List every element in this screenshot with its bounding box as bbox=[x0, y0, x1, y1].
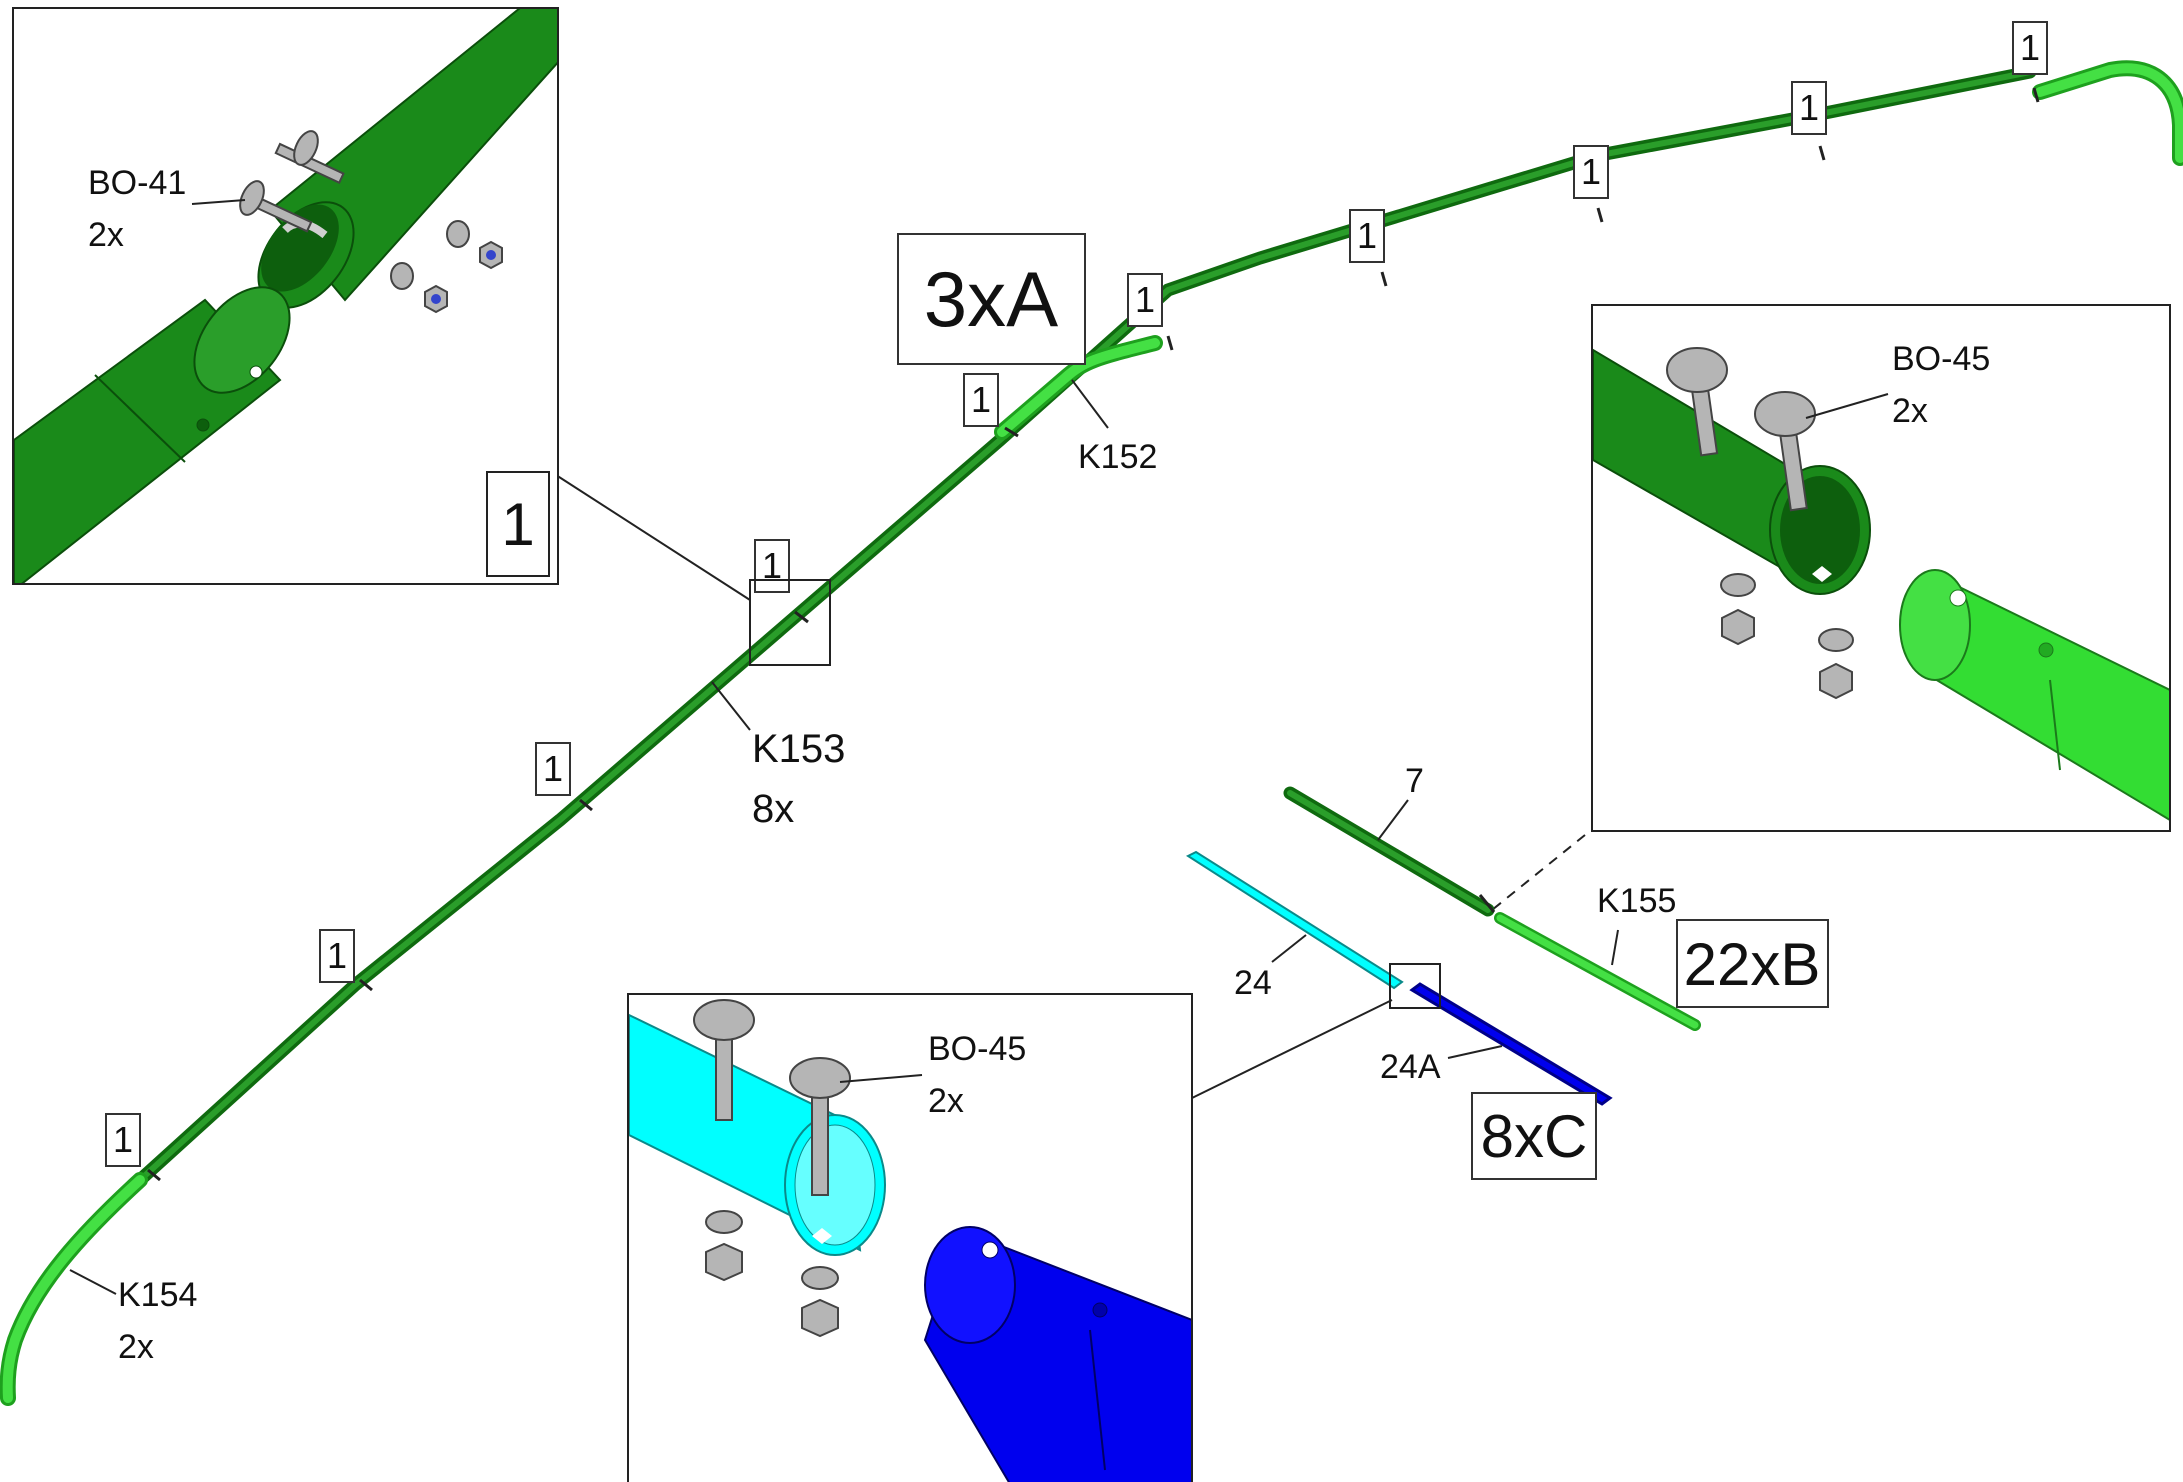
joint-callout-label: 1 bbox=[543, 748, 563, 789]
label-7: 7 bbox=[1405, 762, 1424, 800]
joint-detail-marker bbox=[749, 579, 831, 666]
label-k155: K155 bbox=[1597, 882, 1676, 920]
set-b-box bbox=[1676, 919, 1829, 1008]
set-c-label: 8xC bbox=[1481, 1103, 1588, 1170]
label-bo45-right: BO-45 bbox=[1892, 340, 1990, 378]
set-a-label: 3xA bbox=[924, 255, 1058, 343]
label-k153-qty: 8x bbox=[752, 787, 794, 831]
label-k152: K152 bbox=[1078, 438, 1157, 476]
joint-callout-label: 1 bbox=[2020, 27, 2040, 68]
inset-detail-1: BO-41 2x 1 bbox=[12, 7, 559, 585]
joint-callout-label: 1 bbox=[113, 1119, 133, 1160]
inset-detail-bo45-bottom: BO-45 2x bbox=[627, 993, 1193, 1482]
label-k153: K153 bbox=[752, 727, 845, 771]
joint-callout-label: 1 bbox=[1799, 87, 1819, 128]
label-bo41: BO-41 bbox=[88, 164, 186, 202]
joint-callout-label: 1 bbox=[762, 545, 782, 586]
joint-c-marker bbox=[1389, 963, 1441, 1009]
joint-callout-label: 1 bbox=[1581, 151, 1601, 192]
label-bo45-bottom: BO-45 bbox=[928, 1030, 1026, 1068]
label-k154: K154 bbox=[118, 1276, 197, 1314]
set-a-box bbox=[897, 233, 1086, 365]
joint-callout-label: 1 bbox=[327, 935, 347, 976]
label-bo45-bottom-qty: 2x bbox=[928, 1082, 964, 1120]
label-24: 24 bbox=[1234, 964, 1272, 1002]
cross-bar-b bbox=[1283, 786, 1701, 1031]
label-bo45-right-qty: 2x bbox=[1892, 392, 1928, 430]
cross-bar-c bbox=[1185, 850, 1613, 1106]
joint-callout-label: 1 bbox=[971, 379, 991, 420]
joint-callout-label: 1 bbox=[1135, 279, 1155, 320]
joint-callout-label: 1 bbox=[1357, 215, 1377, 256]
label-k154-qty: 2x bbox=[118, 1328, 154, 1366]
inset-detail-bo45-right: BO-45 2x bbox=[1591, 304, 2171, 832]
inset1-callout: 1 bbox=[501, 491, 534, 558]
label-bo41-qty: 2x bbox=[88, 216, 124, 254]
joint-marks bbox=[147, 87, 2040, 1182]
set-c-box bbox=[1471, 1092, 1597, 1180]
set-b-label: 22xB bbox=[1684, 931, 1821, 998]
label-24a: 24A bbox=[1380, 1048, 1441, 1086]
joint-callouts: 1 1 1 1 1 1 1 1 1 1 bbox=[105, 21, 2048, 1167]
